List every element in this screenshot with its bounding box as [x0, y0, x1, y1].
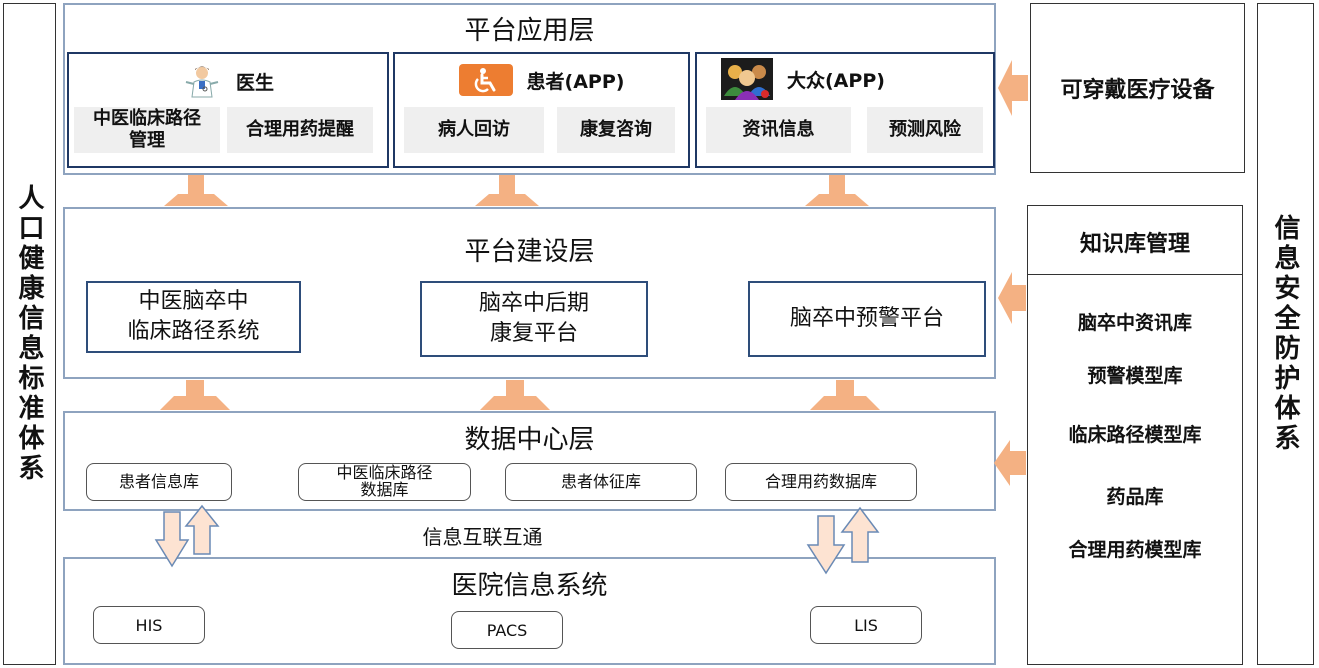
public-card-header: 大众(APP): [697, 58, 993, 100]
lis-system[interactable]: LIS: [810, 606, 922, 644]
data-layer-title: 数据中心层: [464, 425, 595, 455]
knowledge-base-title: 知识库管理: [1079, 232, 1190, 257]
arrow-down-data-to-hospital-right: [806, 515, 846, 575]
arrow-left-knowledge-build: [998, 272, 1026, 324]
arrow-down-data-to-hospital-left: [154, 511, 190, 568]
platform-build-layer: 平台建设层 中医脑卒中 临床路径系统 脑卒中后期 康复平台 脑卒中预警平台: [63, 207, 996, 379]
data-center-layer: 数据中心层 患者信息库 中医临床路径 数据库 患者体征库 合理用药数据库: [63, 411, 996, 511]
build-layer-title: 平台建设层: [464, 237, 595, 267]
rehab-consult-tile[interactable]: 康复咨询: [557, 107, 675, 153]
tcm-stroke-clinical-path-system[interactable]: 中医脑卒中 临床路径系统: [86, 281, 301, 353]
drug-lib[interactable]: 药品库: [1106, 486, 1164, 508]
arrow-up-data-to-build-3: [810, 380, 880, 410]
public-card-title: 大众(APP): [787, 69, 885, 92]
patient-card: 患者(APP) 病人回访 康复咨询: [393, 52, 690, 168]
rational-drug-reminder-tile[interactable]: 合理用药提醒: [227, 107, 373, 153]
public-card: 大众(APP) 资讯信息 预测风险: [695, 52, 995, 168]
hospital-info-system-layer: 医院信息系统 HIS PACS LIS: [63, 557, 996, 665]
knowledge-base-box: 知识库管理 脑卒中资讯库 预警模型库 临床路径模型库 药品库 合理用药模型库: [1027, 205, 1243, 665]
wearable-device-label: 可穿戴医疗设备: [1060, 78, 1215, 103]
arrow-up-data-to-build-2: [480, 380, 550, 410]
news-info-tile[interactable]: 资讯信息: [706, 107, 851, 153]
tcm-clinical-path-db[interactable]: 中医临床路径 数据库: [298, 463, 471, 501]
warning-model-lib[interactable]: 预警模型库: [1087, 365, 1183, 387]
stroke-warning-platform[interactable]: 脑卒中预警平台: [748, 281, 986, 357]
patient-card-header: 患者(APP): [395, 64, 688, 96]
rational-drug-db[interactable]: 合理用药数据库: [725, 463, 917, 501]
patient-info-db[interactable]: 患者信息库: [86, 463, 232, 501]
stroke-rehab-platform[interactable]: 脑卒中后期 康复平台: [420, 281, 648, 357]
rational-drug-model-lib[interactable]: 合理用药模型库: [1068, 539, 1202, 561]
patient-card-title: 患者(APP): [526, 70, 625, 93]
patient-followup-tile[interactable]: 病人回访: [404, 107, 544, 153]
pacs-system[interactable]: PACS: [451, 611, 563, 649]
arrow-up-build-to-app-1: [164, 175, 228, 206]
knowledge-divider: [1028, 274, 1242, 275]
application-layer-title: 平台应用层: [464, 16, 595, 46]
tcm-clinical-path-tile[interactable]: 中医临床路径 管理: [74, 107, 220, 153]
stroke-news-lib[interactable]: 脑卒中资讯库: [1077, 312, 1192, 334]
wheelchair-icon: [458, 64, 513, 96]
doctor-card-title: 医生: [235, 71, 274, 94]
arrow-up-data-to-build-1: [160, 380, 230, 410]
doctor-icon: [182, 64, 222, 98]
interconnect-label: 信息互联互通: [422, 525, 543, 549]
doctor-card-header: 医生: [69, 64, 387, 98]
left-sidebar-standards: 人口健康信息标准体系: [3, 3, 56, 665]
arrow-up-hospital-to-data-left: [184, 504, 220, 555]
hospital-layer-title: 医院信息系统: [451, 571, 608, 601]
risk-prediction-tile[interactable]: 预测风险: [867, 107, 983, 153]
arrow-up-hospital-to-data-right: [840, 506, 880, 563]
doctor-card: 医生 中医临床路径 管理 合理用药提醒: [67, 52, 389, 168]
arrow-up-build-to-app-3: [805, 175, 869, 206]
wearable-device-box: 可穿戴医疗设备: [1030, 3, 1245, 173]
clinical-path-model-lib[interactable]: 临床路径模型库: [1068, 424, 1202, 446]
his-system[interactable]: HIS: [93, 606, 205, 644]
people-group-icon: [721, 58, 773, 100]
platform-application-layer: 平台应用层 医生 中医临床路径 管理 合理用药提醒: [63, 3, 996, 175]
patient-vitals-db[interactable]: 患者体征库: [505, 463, 697, 501]
right-sidebar-security: 信息安全防护体系: [1257, 3, 1314, 665]
standards-system-label: 人口健康信息标准体系: [14, 184, 44, 484]
arrow-left-knowledge-data: [994, 440, 1026, 486]
security-system-label: 信息安全防护体系: [1270, 214, 1300, 454]
arrow-up-build-to-app-2: [475, 175, 539, 206]
arrow-left-wearable: [998, 60, 1028, 116]
